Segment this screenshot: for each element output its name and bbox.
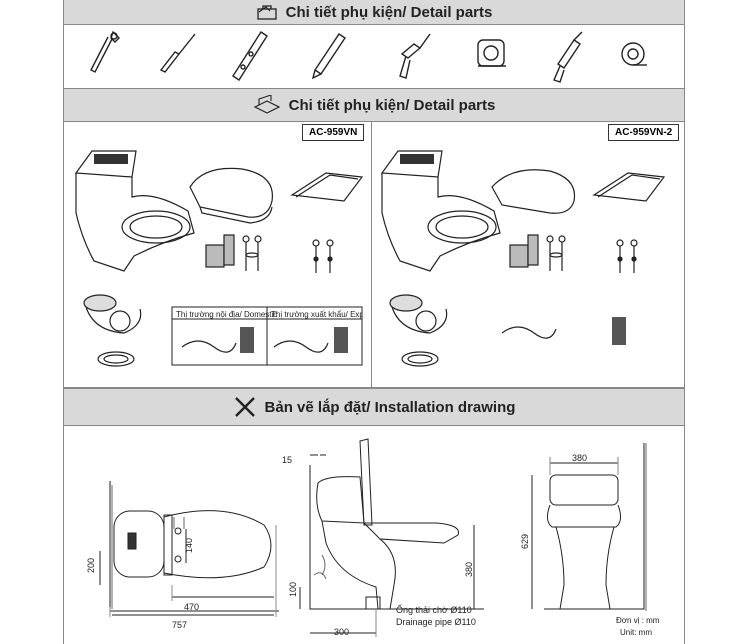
- outlet-label-en: Drainage pipe Ø110: [396, 617, 476, 627]
- cross-tools-icon: [234, 397, 255, 417]
- bracket-set-left: [205, 234, 262, 271]
- hose-right: [501, 326, 557, 339]
- dim-470: 470: [184, 602, 199, 612]
- paper-template-left: [290, 172, 364, 202]
- dim-140: 140: [184, 538, 194, 553]
- drain-flange-right: [389, 294, 448, 334]
- parts-section-title: Chi tiết phụ kiện/ Detail parts: [288, 96, 496, 114]
- toolbox-icon: [256, 5, 277, 20]
- level-icon: [232, 31, 268, 81]
- wrench-icon: [90, 30, 120, 73]
- floor-bolts-right: [616, 239, 638, 273]
- parts-box-icon: [253, 95, 280, 114]
- toilet-right-drawing: [380, 150, 501, 272]
- drawing-section-header: Bản vẽ lắp đặt/ Installation drawing: [64, 388, 684, 426]
- outlet-label-vi: Ống thải chờ Ø110: [396, 604, 472, 615]
- dim-629: 629: [520, 534, 530, 549]
- tools-row: [64, 24, 684, 88]
- toilet-left-drawing: [74, 150, 195, 272]
- seat-lid-right: [491, 169, 576, 214]
- dim-100: 100: [288, 582, 298, 597]
- wax-ring-right: [401, 351, 439, 367]
- installation-drawing: 470 757 200 140 15 100 300 380 380 629 Ố…: [64, 425, 684, 644]
- tape-roll-icon: [621, 42, 647, 66]
- model-label-left: AC-959VN: [302, 124, 365, 141]
- unit-label-en: Unit: mm: [620, 628, 652, 637]
- parts-divider: [371, 121, 372, 387]
- paper-template-right: [592, 172, 666, 202]
- dim-200: 200: [86, 558, 96, 573]
- caulk-gun-icon: [553, 31, 583, 83]
- seat-lid-left: [189, 167, 274, 224]
- bracket-set-right: [509, 234, 566, 271]
- dim-380-side: 380: [464, 562, 474, 577]
- parts-section-header: Chi tiết phụ kiện/ Detail parts: [64, 88, 684, 122]
- market-options-box: [171, 306, 363, 366]
- pencil-icon: [311, 33, 346, 80]
- installation-sheet: Chi tiết phụ kiện/ Detail parts: [63, 0, 685, 644]
- valve-right: [612, 317, 626, 345]
- top-view: [99, 481, 279, 617]
- dim-380-top: 380: [572, 453, 587, 463]
- drawing-section-title: Bản vẽ lắp đặt/ Installation drawing: [264, 398, 516, 416]
- dim-15: 15: [282, 455, 292, 465]
- export-label: Thị trường xuất khẩu/ Export: [271, 310, 362, 319]
- domestic-label: Thị trường nội địa/ Domestic: [176, 310, 277, 319]
- dim-300: 300: [334, 627, 349, 637]
- model-label-right: AC-959VN-2: [608, 124, 680, 141]
- front-view: [531, 443, 647, 611]
- wax-ring-left: [97, 351, 135, 367]
- unit-label-vi: Đơn vị : mm: [616, 616, 660, 625]
- parts-row: AC-959VN AC-959VN-2: [64, 121, 684, 388]
- side-view: [299, 438, 484, 637]
- floor-bolts-left: [312, 239, 334, 273]
- screwdriver-icon: [159, 33, 196, 73]
- tape-measure-icon: [477, 39, 506, 67]
- drain-flange-left: [83, 294, 142, 334]
- dim-757: 757: [172, 620, 187, 630]
- drill-icon: [399, 33, 431, 79]
- tools-section-header: Chi tiết phụ kiện/ Detail parts: [64, 0, 684, 25]
- tools-section-title: Chi tiết phụ kiện/ Detail parts: [285, 3, 493, 21]
